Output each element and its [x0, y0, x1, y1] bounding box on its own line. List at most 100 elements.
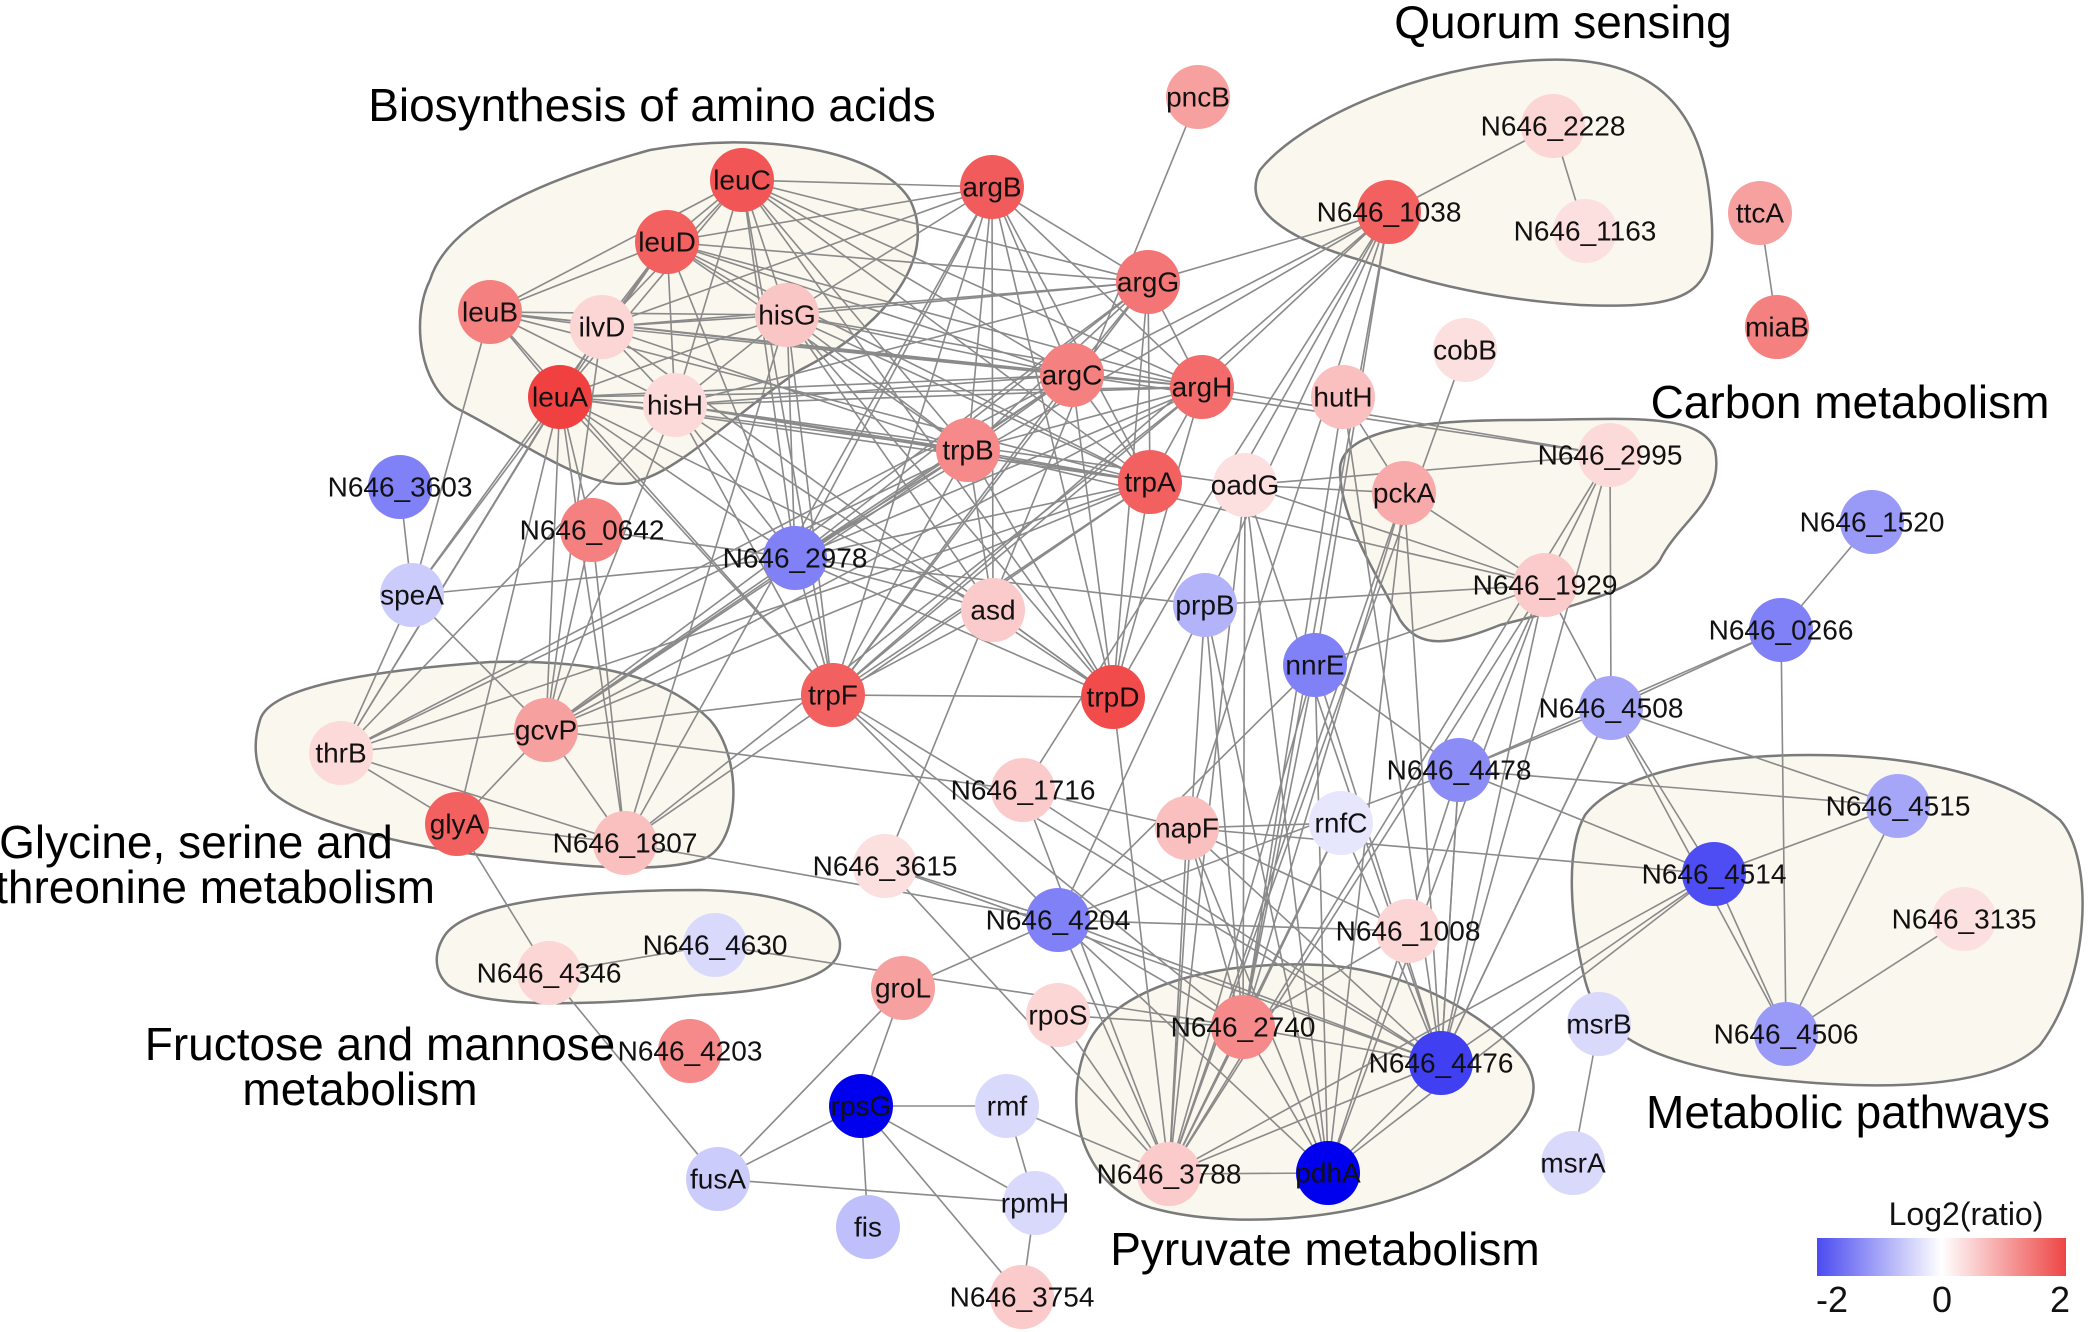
- node-label: N646_1163: [1514, 216, 1657, 247]
- node-N646_4476[interactable]: N646_4476: [1369, 1031, 1514, 1095]
- edge-hisH-trpF: [674, 404, 834, 696]
- node-msrA[interactable]: msrA: [1540, 1131, 1606, 1195]
- node-pncB[interactable]: pncB: [1166, 65, 1230, 129]
- node-circle: [368, 455, 432, 519]
- node-N646_4515[interactable]: N646_4515: [1826, 774, 1971, 838]
- node-argG[interactable]: argG: [1116, 250, 1180, 314]
- node-label: N646_0266: [1709, 615, 1854, 646]
- node-trpD[interactable]: trpD: [1081, 665, 1145, 729]
- node-circle: [1357, 180, 1421, 244]
- node-label: N646_4204: [986, 905, 1131, 936]
- node-trpF[interactable]: trpF: [801, 663, 865, 727]
- node-circle: [1026, 983, 1090, 1047]
- node-N646_1807[interactable]: N646_1807: [553, 811, 698, 875]
- node-N646_3788[interactable]: N646_3788: [1097, 1142, 1242, 1206]
- node-N646_1038[interactable]: N646_1038: [1317, 180, 1462, 244]
- node-rmf[interactable]: rmf: [975, 1074, 1039, 1138]
- node-N646_3615[interactable]: N646_3615: [813, 834, 958, 898]
- node-circle: [1579, 676, 1643, 740]
- node-trpA[interactable]: trpA: [1118, 450, 1182, 514]
- node-argC[interactable]: argC: [1040, 343, 1104, 407]
- node-N646_3603[interactable]: N646_3603: [328, 455, 473, 519]
- node-leuB[interactable]: leuB: [458, 280, 522, 344]
- node-napF[interactable]: napF: [1155, 796, 1219, 860]
- node-rpoS[interactable]: rpoS: [1026, 983, 1090, 1047]
- node-N646_2978[interactable]: N646_2978: [723, 526, 868, 590]
- node-asd[interactable]: asd: [961, 578, 1025, 642]
- node-glyA[interactable]: glyA: [425, 792, 489, 856]
- node-N646_1008[interactable]: N646_1008: [1336, 899, 1481, 963]
- node-circle: [1682, 842, 1746, 906]
- node-N646_1520[interactable]: N646_1520: [1800, 490, 1945, 554]
- node-gcvP[interactable]: gcvP: [514, 698, 578, 762]
- node-N646_4514[interactable]: N646_4514: [1642, 842, 1787, 906]
- node-N646_4630[interactable]: N646_4630: [643, 913, 788, 977]
- node-circle: [683, 913, 747, 977]
- node-circle: [936, 418, 1000, 482]
- node-argB[interactable]: argB: [960, 155, 1024, 219]
- node-msrB[interactable]: msrB: [1566, 992, 1632, 1056]
- node-pdhA[interactable]: pdhA: [1295, 1141, 1361, 1205]
- node-N646_3754[interactable]: N646_3754: [950, 1265, 1095, 1329]
- edge-hisH-trpD: [674, 404, 1114, 698]
- node-oadG[interactable]: oadG: [1211, 453, 1280, 517]
- node-N646_0266[interactable]: N646_0266: [1709, 598, 1854, 662]
- edge-ilvD-argB: [601, 186, 993, 328]
- node-N646_0642[interactable]: N646_0642: [520, 498, 665, 562]
- edge-leuB-speA: [411, 311, 491, 596]
- node-leuC[interactable]: leuC: [710, 148, 774, 212]
- edge-trpB-thrB: [340, 449, 969, 754]
- node-N646_4204[interactable]: N646_4204: [986, 888, 1131, 952]
- node-leuD[interactable]: leuD: [635, 210, 699, 274]
- node-rpmH[interactable]: rpmH: [1001, 1171, 1069, 1235]
- node-miaB[interactable]: miaB: [1745, 295, 1809, 359]
- node-N646_1716[interactable]: N646_1716: [951, 758, 1096, 822]
- edge-trpF-N646_4476: [832, 694, 1442, 1064]
- node-N646_1163[interactable]: N646_1163: [1514, 199, 1657, 263]
- node-rpsG[interactable]: rpsG: [829, 1074, 893, 1138]
- node-hutH[interactable]: hutH: [1311, 365, 1375, 429]
- node-circle: [801, 663, 865, 727]
- title-fructose-line2: metabolism: [242, 1063, 477, 1115]
- edge-hisG-trpF: [786, 314, 834, 696]
- edge-N646_4478-N646_4515: [1458, 769, 1899, 807]
- node-cobB[interactable]: cobB: [1433, 318, 1497, 382]
- node-N646_2228[interactable]: N646_2228: [1481, 94, 1626, 158]
- node-groL[interactable]: groL: [871, 956, 935, 1020]
- edge-hisG-argH: [786, 314, 1203, 388]
- node-circle: [1170, 355, 1234, 419]
- node-N646_4346[interactable]: N646_4346: [477, 941, 622, 1005]
- node-pckA[interactable]: pckA: [1372, 461, 1436, 525]
- node-N646_4508[interactable]: N646_4508: [1539, 676, 1684, 740]
- node-hisG[interactable]: hisG: [755, 283, 819, 347]
- edge-N646_0642-gcvP: [545, 529, 593, 731]
- node-speA[interactable]: speA: [380, 563, 444, 627]
- edge-argB-N646_1807: [624, 186, 993, 844]
- node-hisH[interactable]: hisH: [643, 373, 707, 437]
- node-N646_4506[interactable]: N646_4506: [1714, 1002, 1859, 1066]
- node-label: N646_3615: [813, 851, 958, 882]
- node-N646_2740[interactable]: N646_2740: [1171, 995, 1316, 1059]
- node-nnrE[interactable]: nnrE: [1283, 633, 1347, 697]
- edge-N646_1716-N646_3788: [1022, 789, 1170, 1175]
- node-fis[interactable]: fis: [836, 1195, 900, 1259]
- node-ilvD[interactable]: ilvD: [570, 295, 634, 359]
- node-N646_2995[interactable]: N646_2995: [1538, 423, 1683, 487]
- edge-argH-N646_2978: [794, 386, 1203, 559]
- node-circle: [458, 280, 522, 344]
- node-argH[interactable]: argH: [1170, 355, 1234, 419]
- node-leuA[interactable]: leuA: [528, 365, 592, 429]
- node-N646_1929[interactable]: N646_1929: [1473, 553, 1618, 617]
- edge-N646_4515-N646_4514: [1713, 805, 1899, 875]
- node-prpB[interactable]: prpB: [1173, 573, 1237, 637]
- node-N646_4478[interactable]: N646_4478: [1387, 738, 1532, 802]
- node-N646_4203[interactable]: N646_4203: [618, 1019, 763, 1083]
- node-trpB[interactable]: trpB: [936, 418, 1000, 482]
- node-thrB[interactable]: thrB: [309, 721, 373, 785]
- node-ttcA[interactable]: ttcA: [1728, 181, 1792, 245]
- node-N646_3135[interactable]: N646_3135: [1892, 887, 2037, 951]
- node-label: argG: [1117, 267, 1179, 298]
- node-fusA[interactable]: fusA: [686, 1147, 750, 1211]
- node-rnfC[interactable]: rnfC: [1309, 791, 1373, 855]
- legend-gradient-bar: [1817, 1238, 2066, 1276]
